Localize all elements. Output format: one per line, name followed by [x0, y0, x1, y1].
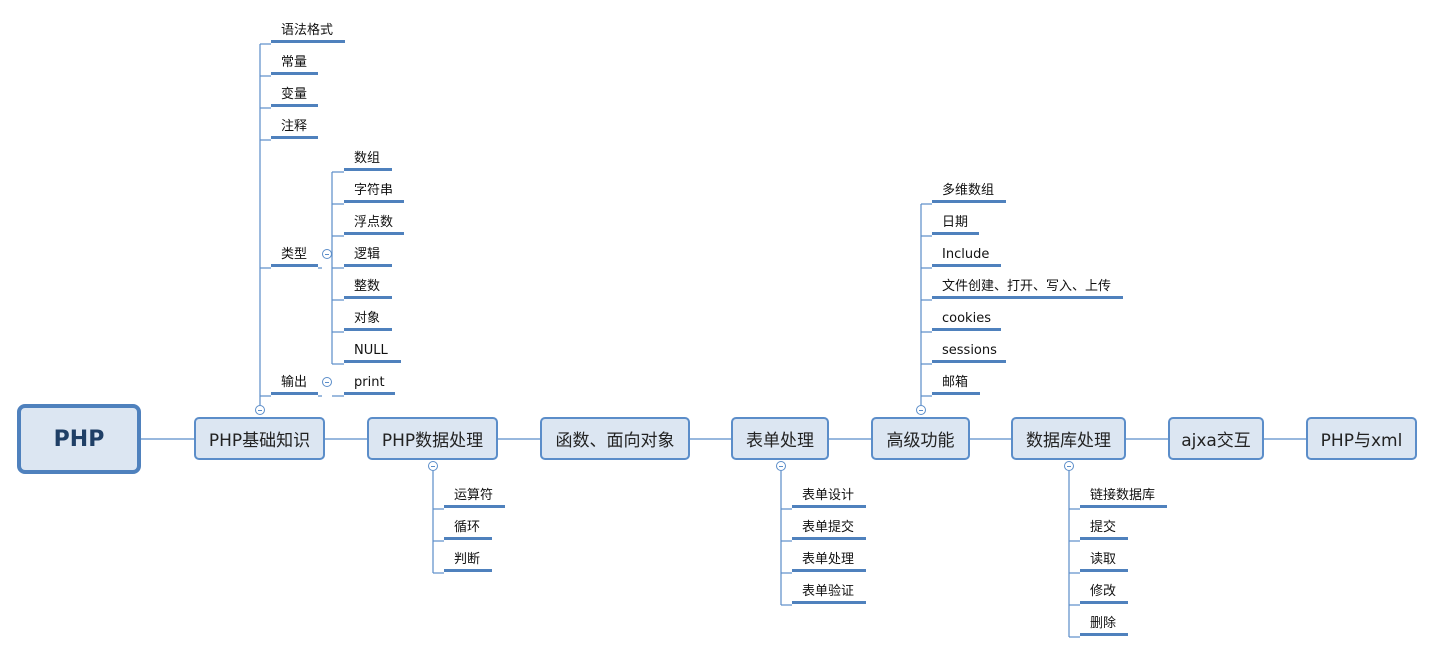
node-include[interactable]: Include — [932, 246, 1001, 267]
node-label: Include — [942, 247, 990, 262]
collapse-type-toggle[interactable] — [322, 249, 332, 259]
node-label: 运算符 — [454, 488, 494, 503]
node-multi-array[interactable]: 多维数组 — [932, 182, 1006, 203]
topic-php-basics[interactable]: PHP基础知识 — [194, 417, 325, 460]
node-label: 删除 — [1090, 616, 1117, 631]
node-label: 提交 — [1090, 520, 1117, 535]
node-label: cookies — [942, 311, 991, 326]
topic-php-data-processing[interactable]: PHP数据处理 — [367, 417, 498, 460]
node-label: 修改 — [1090, 584, 1117, 599]
node-label: 变量 — [281, 87, 308, 102]
node-type-bool[interactable]: 逻辑 — [344, 246, 392, 267]
node-date[interactable]: 日期 — [932, 214, 979, 235]
node-label: print — [354, 375, 385, 390]
collapse-output-toggle[interactable] — [322, 377, 332, 387]
node-type-string[interactable]: 字符串 — [344, 182, 404, 203]
topic-advanced[interactable]: 高级功能 — [871, 417, 970, 460]
collapse-basics-toggle[interactable] — [255, 405, 265, 415]
node-label: 逻辑 — [354, 247, 381, 262]
node-type-float[interactable]: 浮点数 — [344, 214, 404, 235]
node-db-update[interactable]: 修改 — [1080, 583, 1128, 604]
collapse-database-toggle[interactable] — [1064, 461, 1074, 471]
node-label: 对象 — [354, 311, 381, 326]
node-comment[interactable]: 注释 — [271, 118, 318, 139]
node-label: 类型 — [281, 247, 308, 262]
node-loop[interactable]: 循环 — [444, 519, 492, 540]
node-label: 语法格式 — [281, 23, 334, 38]
node-condition[interactable]: 判断 — [444, 551, 492, 572]
topic-database[interactable]: 数据库处理 — [1011, 417, 1126, 460]
node-label: sessions — [942, 343, 997, 358]
node-label: 表单提交 — [802, 520, 855, 535]
node-type-object[interactable]: 对象 — [344, 310, 392, 331]
node-form-design[interactable]: 表单设计 — [792, 487, 866, 508]
collapse-forms-toggle[interactable] — [776, 461, 786, 471]
node-variable[interactable]: 变量 — [271, 86, 318, 107]
node-form-submit[interactable]: 表单提交 — [792, 519, 866, 540]
collapse-advanced-toggle[interactable] — [916, 405, 926, 415]
node-label: 输出 — [281, 375, 308, 390]
node-label: 表单验证 — [802, 584, 855, 599]
node-label: 多维数组 — [942, 183, 995, 198]
node-label: 字符串 — [354, 183, 394, 198]
node-db-connect[interactable]: 链接数据库 — [1080, 487, 1167, 508]
node-output-print[interactable]: print — [344, 374, 395, 395]
node-label: 邮箱 — [942, 375, 969, 390]
node-label: 文件创建、打开、写入、上传 — [942, 279, 1112, 294]
node-type-int[interactable]: 整数 — [344, 278, 392, 299]
node-type[interactable]: 类型 — [271, 246, 318, 267]
node-syntax[interactable]: 语法格式 — [271, 22, 345, 43]
node-output[interactable]: 输出 — [271, 374, 318, 395]
node-file-ops[interactable]: 文件创建、打开、写入、上传 — [932, 278, 1123, 299]
node-mail[interactable]: 邮箱 — [932, 374, 980, 395]
collapse-data-processing-toggle[interactable] — [428, 461, 438, 471]
node-label: 循环 — [454, 520, 481, 535]
node-db-delete[interactable]: 删除 — [1080, 615, 1128, 636]
node-label: 日期 — [942, 215, 969, 230]
node-form-handle[interactable]: 表单处理 — [792, 551, 866, 572]
node-label: 判断 — [454, 552, 481, 567]
root-topic-php[interactable]: PHP — [17, 404, 141, 474]
node-label: 常量 — [281, 55, 308, 70]
node-form-validate[interactable]: 表单验证 — [792, 583, 866, 604]
node-label: 数组 — [354, 151, 381, 166]
node-type-array[interactable]: 数组 — [344, 150, 392, 171]
node-label: NULL — [354, 343, 388, 358]
topic-functions-oop[interactable]: 函数、面向对象 — [540, 417, 690, 460]
node-type-null[interactable]: NULL — [344, 342, 401, 363]
node-label: 表单处理 — [802, 552, 855, 567]
node-label: 链接数据库 — [1090, 488, 1156, 503]
node-label: 注释 — [281, 119, 308, 134]
node-db-submit[interactable]: 提交 — [1080, 519, 1128, 540]
topic-php-xml[interactable]: PHP与xml — [1306, 417, 1417, 460]
node-cookies[interactable]: cookies — [932, 310, 1001, 331]
node-constant[interactable]: 常量 — [271, 54, 318, 75]
topic-forms[interactable]: 表单处理 — [731, 417, 829, 460]
node-label: 浮点数 — [354, 215, 394, 230]
node-label: 整数 — [354, 279, 381, 294]
node-db-read[interactable]: 读取 — [1080, 551, 1128, 572]
topic-ajax[interactable]: ajxa交互 — [1168, 417, 1264, 460]
node-operator[interactable]: 运算符 — [444, 487, 505, 508]
node-label: 表单设计 — [802, 488, 855, 503]
node-sessions[interactable]: sessions — [932, 342, 1006, 363]
node-label: 读取 — [1090, 552, 1117, 567]
